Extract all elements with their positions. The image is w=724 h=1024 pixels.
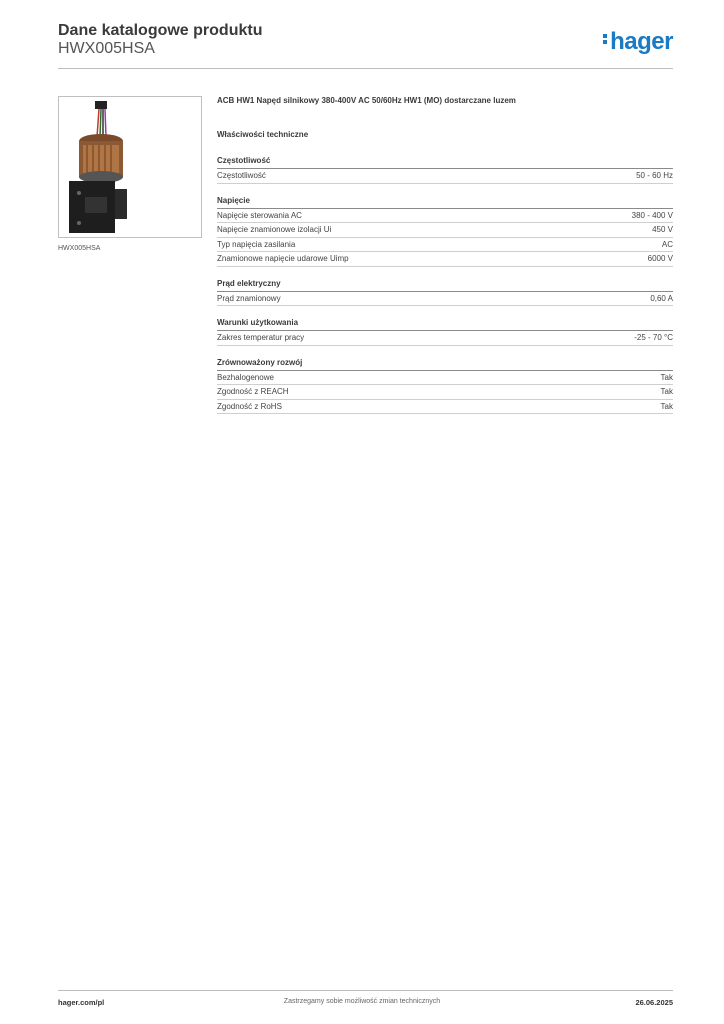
product-image	[58, 96, 202, 238]
footer-date: 26.06.2025	[635, 998, 673, 1007]
spec-value: 0,60 A	[650, 293, 673, 303]
spec-section-operating-conditions: Warunki użytkowania Zakres temperatur pr…	[217, 318, 673, 346]
product-code: HWX005HSA	[58, 40, 155, 57]
page-header: Dane katalogowe produktu HWX005HSA hager	[58, 20, 673, 70]
spec-row: Zakres temperatur pracy -25 - 70 °C	[217, 331, 673, 346]
spec-content: ACB HW1 Napęd silnikowy 380-400V AC 50/6…	[217, 96, 673, 414]
spec-label: Zakres temperatur pracy	[217, 333, 305, 342]
spec-row: Bezhalogenowe Tak	[217, 371, 673, 385]
spec-label: Zgodność z REACH	[217, 387, 289, 396]
spec-value: 50 - 60 Hz	[636, 171, 673, 180]
document-title: Dane katalogowe produktu	[58, 22, 263, 39]
footer-divider	[58, 990, 673, 991]
section-title: Warunki użytkowania	[217, 318, 673, 331]
spec-row: Zgodność z REACH Tak	[217, 385, 673, 400]
spec-row: Zgodność z RoHS Tak	[217, 400, 673, 414]
spec-value: 380 - 400 V	[631, 210, 673, 220]
spec-section-frequency: Częstotliwość Częstotliwość 50 - 60 Hz	[217, 156, 673, 184]
spec-value: 450 V	[652, 225, 673, 234]
spec-row: Napięcie znamionowe izolacji Ui 450 V	[217, 223, 673, 238]
spec-row: Prąd znamionowy 0,60 A	[217, 292, 673, 306]
section-title: Częstotliwość	[217, 156, 673, 169]
spec-label: Prąd znamionowy	[217, 293, 281, 303]
spec-value: AC	[661, 239, 673, 249]
spec-value: Tak	[660, 387, 673, 396]
spec-row: Typ napięcia zasilania AC	[217, 238, 673, 252]
spec-label: Częstotliwość	[217, 171, 266, 180]
section-title: Zrównoważony rozwój	[217, 358, 673, 371]
motor-drive-illustration	[69, 101, 127, 233]
spec-section-current: Prąd elektryczny Prąd znamionowy 0,60 A	[217, 279, 673, 306]
logo-text: hager	[610, 28, 673, 55]
header-divider	[58, 68, 673, 69]
spec-label: Znamionowe napięcie udarowe Uimp	[217, 254, 349, 263]
spec-label: Typ napięcia zasilania	[217, 239, 296, 249]
footer-disclaimer: Zastrzegamy sobie możliwość zmian techni…	[283, 998, 441, 1005]
technical-properties-heading: Właściwości techniczne	[217, 130, 309, 139]
spec-row: Napięcie sterowania AC 380 - 400 V	[217, 209, 673, 223]
spec-row: Znamionowe napięcie udarowe Uimp 6000 V	[217, 252, 673, 267]
footer-website: hager.com/pl	[58, 998, 105, 1007]
spec-section-voltage: Napięcie Napięcie sterowania AC 380 - 40…	[217, 196, 673, 267]
spec-label: Zgodność z RoHS	[217, 401, 282, 411]
logo-dots-icon	[603, 32, 609, 46]
product-description: ACB HW1 Napęd silnikowy 380-400V AC 50/6…	[217, 96, 516, 105]
spec-label: Bezhalogenowe	[217, 372, 274, 382]
spec-value: Tak	[660, 372, 673, 382]
spec-row: Częstotliwość 50 - 60 Hz	[217, 169, 673, 184]
spec-label: Napięcie sterowania AC	[217, 210, 302, 220]
section-title: Napięcie	[217, 196, 673, 209]
hager-logo: hager	[603, 28, 673, 56]
spec-value: Tak	[660, 401, 673, 411]
spec-value: 6000 V	[647, 254, 673, 263]
section-title: Prąd elektryczny	[217, 279, 673, 292]
spec-section-sustainability: Zrównoważony rozwój Bezhalogenowe Tak Zg…	[217, 358, 673, 414]
spec-value: -25 - 70 °C	[634, 333, 673, 342]
image-caption: HWX005HSA	[58, 245, 101, 252]
spec-label: Napięcie znamionowe izolacji Ui	[217, 225, 332, 234]
